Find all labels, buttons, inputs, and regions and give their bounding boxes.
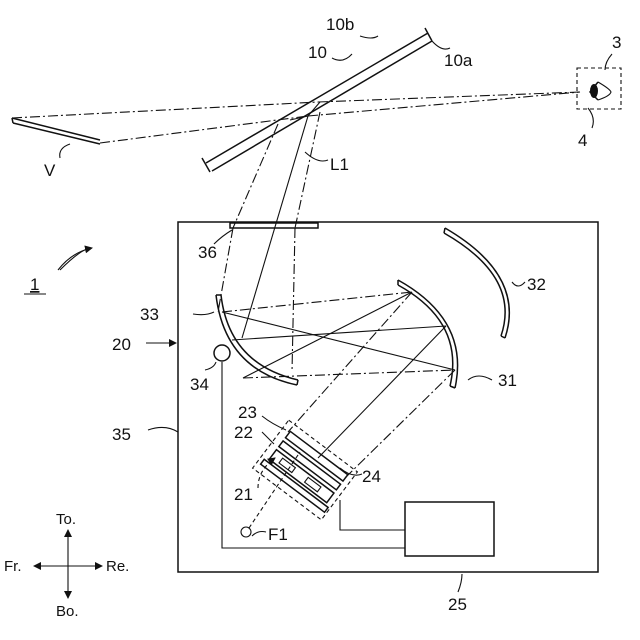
cover-window [230, 223, 318, 228]
virtual-image-rays [12, 92, 580, 143]
label-32: 32 [527, 275, 546, 294]
label-24: 24 [362, 467, 381, 486]
virtual-image [12, 118, 100, 144]
direction-compass [34, 530, 102, 598]
label-35: 35 [112, 425, 131, 444]
label-f1: F1 [268, 525, 288, 544]
label-4: 4 [578, 131, 587, 150]
label-31: 31 [498, 371, 517, 390]
label-22: 22 [234, 423, 253, 442]
label-20: 20 [112, 335, 131, 354]
label-23: 23 [238, 403, 257, 422]
label-l1: L1 [330, 155, 349, 174]
label-v: V [44, 161, 56, 180]
label-10a: 10a [444, 51, 473, 70]
label-25: 25 [448, 595, 467, 614]
mirror-33 [216, 295, 298, 385]
label-1: 1 [30, 275, 39, 294]
dir-top: To. [56, 511, 76, 528]
label-10b: 10b [326, 15, 354, 34]
label-34: 34 [190, 375, 209, 394]
dir-front: Fr. [4, 558, 22, 575]
signal-line [340, 500, 405, 530]
dir-bottom: Bo. [56, 603, 79, 620]
controller-box [405, 502, 494, 556]
label-36: 36 [198, 243, 217, 262]
label-21: 21 [234, 485, 253, 504]
label-3: 3 [612, 33, 621, 52]
label-33: 33 [140, 305, 159, 324]
dir-rear: Re. [106, 558, 129, 575]
eye-icon [577, 68, 621, 109]
mirror-32 [444, 228, 509, 338]
label-10: 10 [308, 43, 327, 62]
